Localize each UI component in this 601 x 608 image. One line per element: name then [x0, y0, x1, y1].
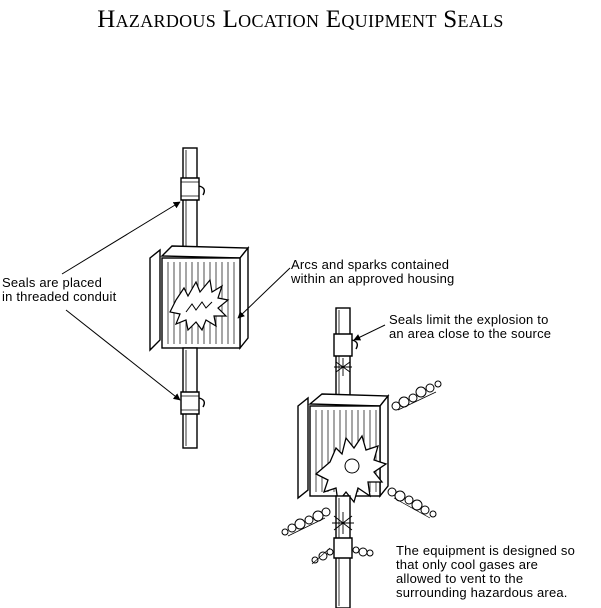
right-assembly: [297, 307, 390, 608]
diagram-title: Hazardous Location Equipment Seals: [97, 6, 504, 33]
vent-puff-lower-right: [387, 487, 437, 519]
seals-placed-line-2: in threaded conduit: [2, 289, 117, 304]
arrow-to-right-upper-seal: [353, 324, 386, 341]
equipment-designed-line-4: surrounding hazardous area.: [396, 585, 568, 600]
right-upper-seal: [333, 333, 353, 357]
arrow-to-left-housing: [237, 267, 291, 319]
seals-placed-label: Seals are placed in threaded conduit: [2, 276, 116, 304]
arcs-contained-line-2: within an approved housing: [291, 271, 455, 286]
right-lower-seal-burst: [332, 512, 354, 534]
left-spark-burst: [169, 278, 230, 332]
arcs-contained-line-1: Arcs and sparks contained: [291, 257, 450, 272]
right-callout-arrows: [353, 324, 386, 341]
arcs-contained-label: Arcs and sparks contained within an appr…: [291, 258, 454, 286]
vent-gas-puffs: [281, 380, 442, 565]
right-upper-seal-burst: [334, 358, 352, 376]
left-mounting-plate: [149, 248, 161, 352]
equipment-designed-line-2: that only cool gases are: [396, 557, 539, 572]
seals-placed-line-1: Seals are placed: [2, 275, 103, 290]
right-mounting-plate: [297, 396, 309, 500]
equipment-designed-line-3: allowed to vent to the: [396, 571, 524, 586]
left-lower-seal: [180, 391, 200, 415]
vent-puff-upper-right: [391, 380, 442, 411]
seals-limit-label: Seals limit the explosion to an area clo…: [389, 313, 551, 341]
right-housing-top: [308, 393, 390, 407]
right-lower-seal: [333, 537, 353, 559]
seals-limit-line-1: Seals limit the explosion to: [389, 312, 549, 327]
left-callout-arrows: [61, 201, 291, 401]
left-upper-seal: [180, 177, 200, 201]
left-assembly: [149, 147, 250, 449]
left-housing-top: [160, 245, 250, 259]
equipment-designed-line-1: The equipment is designed so: [396, 543, 576, 558]
vent-puff-bottom-left: [311, 547, 334, 565]
seals-limit-line-2: an area close to the source: [389, 326, 552, 341]
left-housing-side: [239, 246, 249, 350]
equipment-designed-label: The equipment is designed so that only c…: [396, 544, 575, 600]
arrow-to-upper-seal: [61, 201, 181, 275]
arrow-to-lower-seal: [65, 309, 181, 401]
vent-puff-bottom-right: [352, 546, 374, 557]
vent-puff-lower-left: [281, 507, 331, 537]
